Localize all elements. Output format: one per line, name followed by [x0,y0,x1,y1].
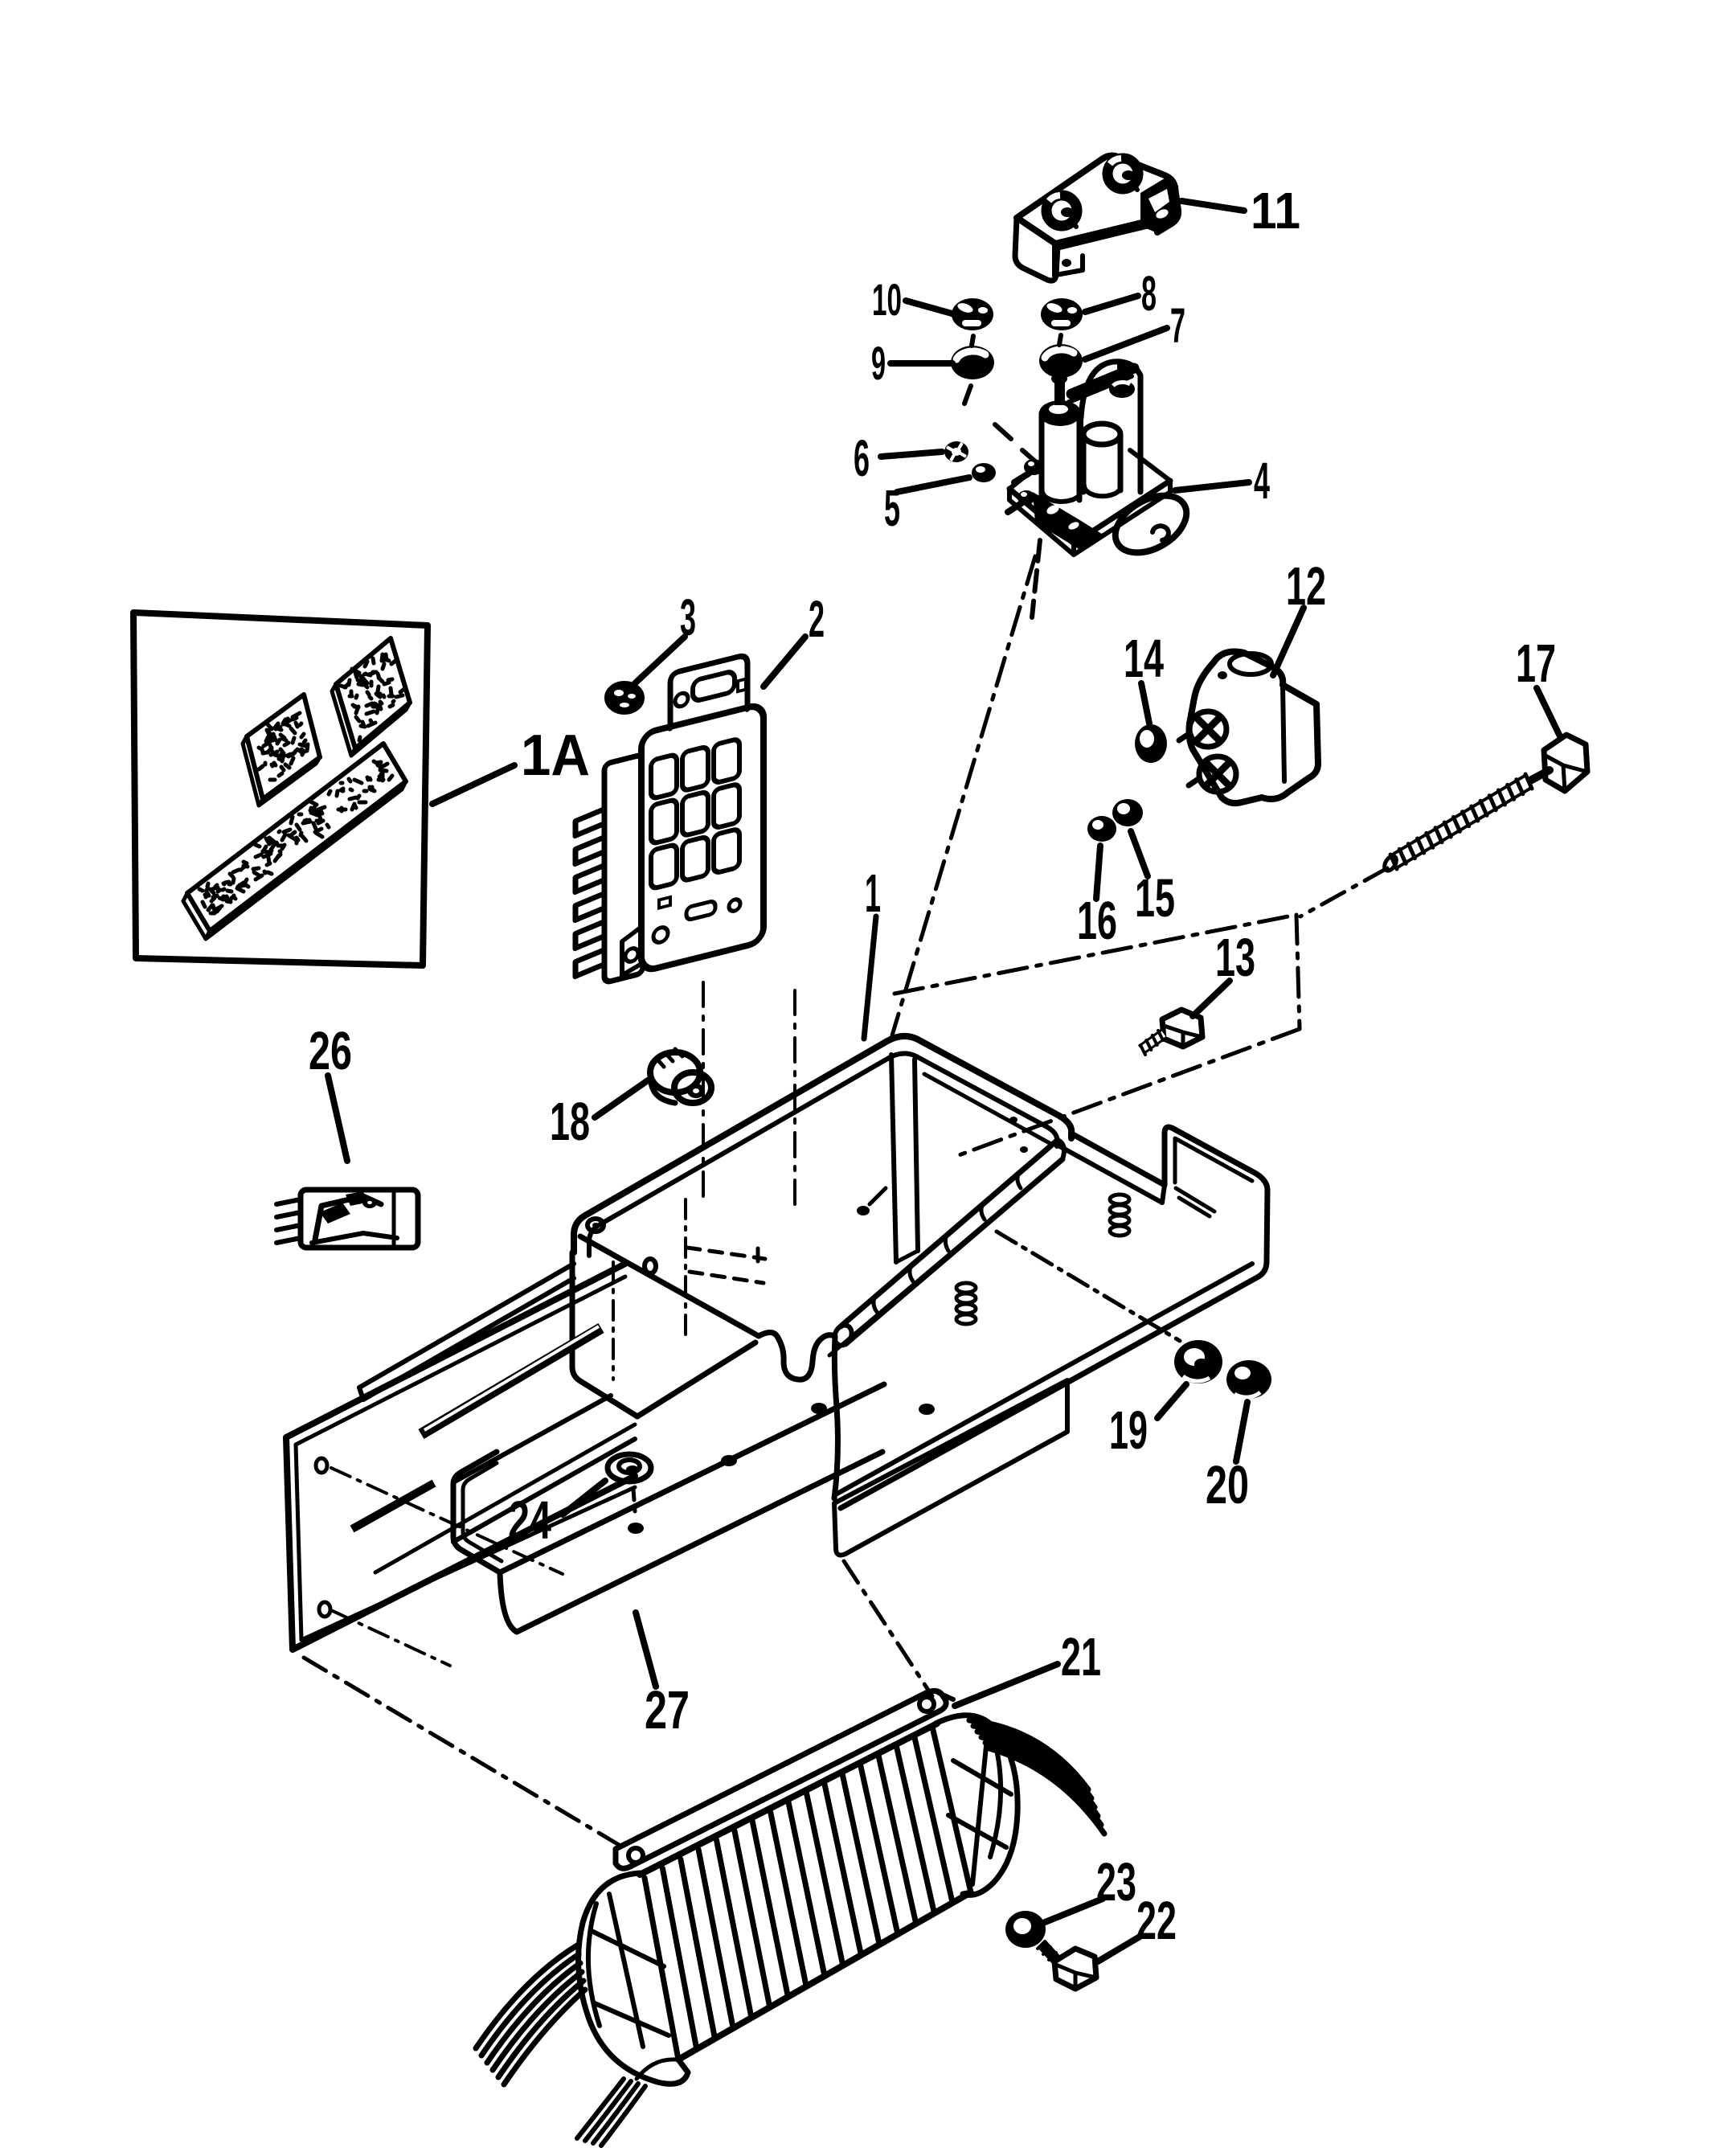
svg-text:20: 20 [1206,1455,1249,1515]
svg-text:6: 6 [854,429,870,487]
svg-text:22: 22 [1136,1891,1177,1951]
svg-text:21: 21 [1061,1627,1101,1687]
svg-text:5: 5 [884,479,900,537]
svg-text:10: 10 [872,274,902,325]
svg-text:4: 4 [1254,452,1270,510]
svg-text:8: 8 [1141,266,1157,321]
svg-text:15: 15 [1135,868,1175,928]
svg-text:13: 13 [1215,928,1255,988]
svg-text:18: 18 [550,1092,590,1152]
svg-text:14: 14 [1124,629,1164,689]
svg-text:1: 1 [865,863,881,924]
svg-text:27: 27 [645,1680,690,1740]
svg-text:11: 11 [1251,182,1300,240]
svg-text:7: 7 [1170,298,1185,353]
svg-text:24: 24 [508,1490,551,1551]
svg-text:1A: 1A [521,723,590,788]
svg-text:26: 26 [309,1021,352,1081]
svg-text:3: 3 [680,588,696,646]
svg-text:23: 23 [1096,1852,1136,1912]
svg-text:17: 17 [1516,633,1556,694]
svg-text:19: 19 [1109,1400,1148,1461]
svg-text:9: 9 [871,338,886,390]
svg-text:2: 2 [809,590,825,648]
